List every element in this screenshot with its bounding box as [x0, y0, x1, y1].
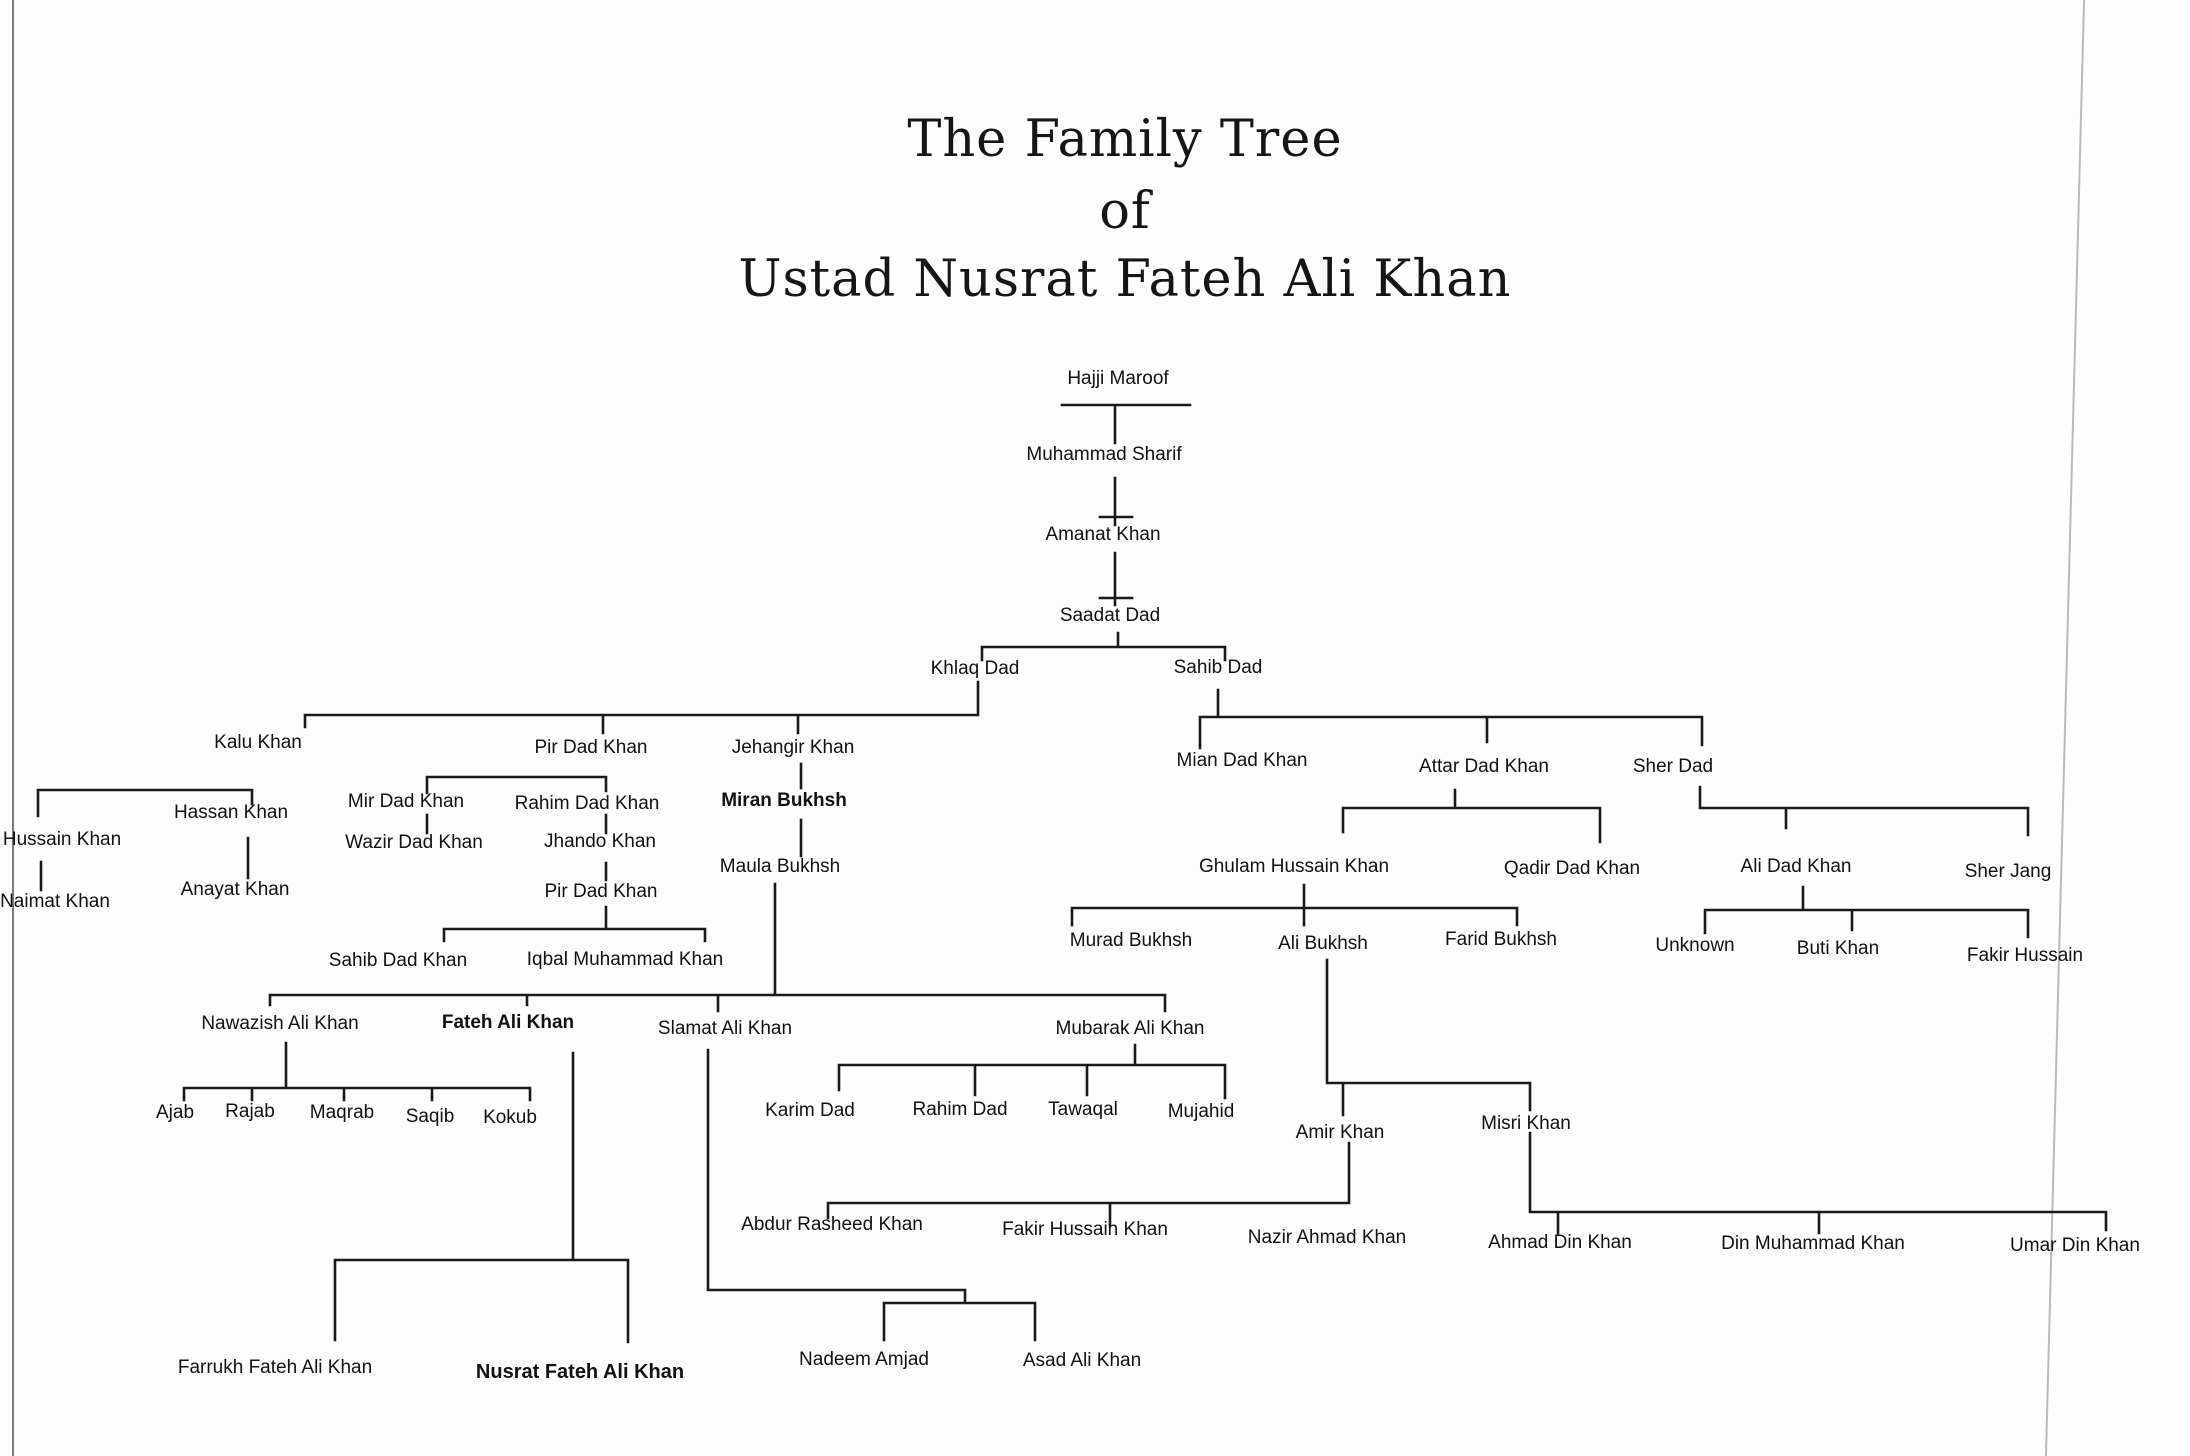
node-attar-dad-khan: Attar Dad Khan: [1419, 756, 1549, 777]
node-sher-jang: Sher Jang: [1964, 861, 2052, 882]
node-mir-dad-khan: Mir Dad Khan: [347, 791, 465, 812]
node-kokub: Kokub: [483, 1107, 537, 1128]
connector-amanat-to-saadat: [1098, 551, 1134, 607]
connector-ghulam-to-sons: [1070, 883, 1519, 927]
connector-maula-to-sons: [268, 882, 1167, 1013]
node-rahim-dad-khan: Rahim Dad Khan: [514, 793, 660, 814]
connector-slamat-to-sons: [706, 1048, 1037, 1342]
node-abdur-rasheed-khan: Abdur Rasheed Khan: [741, 1214, 923, 1235]
node-rajab: Rajab: [225, 1101, 275, 1122]
node-iqbal-muhammad-khan: Iqbal Muhammad Khan: [526, 949, 724, 970]
connector-amir-to-sons: [826, 1141, 1351, 1227]
node-karim-dad: Karim Dad: [765, 1100, 855, 1121]
node-hussain-khan: Hussain Khan: [2, 829, 122, 850]
node-din-muhammad-khan: Din Muhammad Khan: [1721, 1233, 1905, 1254]
node-fakir-hussain-khan: Fakir Hussain Khan: [1002, 1219, 1168, 1240]
connector-pirdad-to-sons: [425, 775, 608, 795]
connector-pirdad2-to-sons: [442, 905, 707, 943]
node-anayat-khan: Anayat Khan: [180, 879, 290, 900]
node-asad-ali-khan: Asad Ali Khan: [1022, 1350, 1142, 1371]
node-muhammad-sharif: Muhammad Sharif: [1026, 444, 1182, 465]
node-sahib-dad: Sahib Dad: [1173, 657, 1263, 678]
node-mujahid: Mujahid: [1167, 1101, 1235, 1122]
node-jehangir-khan: Jehangir Khan: [731, 737, 855, 758]
node-maqrab: Maqrab: [309, 1102, 375, 1123]
node-nawazish-ali-khan: Nawazish Ali Khan: [201, 1013, 359, 1034]
node-fateh-ali-khan: Fateh Ali Khan: [441, 1012, 575, 1033]
node-miran-bukhsh: Miran Bukhsh: [721, 790, 847, 811]
node-amanat-khan: Amanat Khan: [1045, 524, 1161, 545]
connector-khlaq-to-sons: [303, 680, 980, 735]
connector-sherdad-to-sons: [1698, 785, 2030, 837]
node-maula-bukhsh: Maula Bukhsh: [719, 856, 841, 877]
connector-nawazish-to-sons: [182, 1041, 532, 1102]
node-nusrat-fateh-ali-khan: Nusrat Fateh Ali Khan: [475, 1361, 685, 1383]
connector-kalu-to-sons: [36, 788, 254, 818]
node-amir-khan: Amir Khan: [1295, 1122, 1385, 1143]
node-fakir-hussain: Fakir Hussain: [1966, 945, 2084, 966]
connector-fateh-to-sons: [333, 1051, 630, 1344]
node-pir-dad-khan-2: Pir Dad Khan: [544, 881, 658, 902]
node-farid-bukhsh: Farid Bukhsh: [1445, 929, 1557, 950]
title-line-2: of: [1099, 182, 1151, 241]
node-kalu-khan: Kalu Khan: [214, 732, 302, 753]
connector-mubarak-to-sons: [837, 1043, 1227, 1100]
node-nadeem-amjad: Nadeem Amjad: [799, 1349, 929, 1370]
connector-saadat-to-sons: [980, 631, 1227, 662]
node-ghulam-hussain-khan: Ghulam Hussain Khan: [1198, 856, 1390, 877]
node-hajji-maroof: Hajji Maroof: [1067, 368, 1169, 389]
node-pir-dad-khan: Pir Dad Khan: [534, 737, 648, 758]
node-mubarak-ali-khan: Mubarak Ali Khan: [1055, 1018, 1205, 1039]
node-saadat-dad: Saadat Dad: [1059, 605, 1161, 626]
node-buti-khan: Buti Khan: [1796, 938, 1880, 959]
node-ali-dad-khan: Ali Dad Khan: [1740, 856, 1852, 877]
node-wazir-dad-khan: Wazir Dad Khan: [345, 832, 483, 853]
node-slamat-ali-khan: Slamat Ali Khan: [657, 1018, 793, 1039]
connector-alibukhsh-to-sons: [1325, 958, 1532, 1117]
node-tawaqal: Tawaqal: [1048, 1099, 1118, 1120]
node-unknown: Unknown: [1655, 935, 1735, 956]
scan-edge-left: [12, 0, 14, 1456]
title-line-1: The Family Tree: [907, 110, 1343, 169]
node-qadir-dad-khan: Qadir Dad Khan: [1503, 858, 1641, 879]
connector-sharif-to-amanat: [1098, 476, 1134, 527]
node-misri-khan: Misri Khan: [1481, 1113, 1571, 1134]
node-ajab: Ajab: [155, 1102, 195, 1123]
node-ahmad-din-khan: Ahmad Din Khan: [1488, 1232, 1632, 1253]
node-ali-bukhsh: Ali Bukhsh: [1278, 933, 1368, 954]
title-line-3: Ustad Nusrat Fateh Ali Khan: [738, 250, 1512, 309]
node-umar-din-khan: Umar Din Khan: [2010, 1235, 2140, 1256]
node-sher-dad: Sher Dad: [1632, 756, 1714, 777]
node-farrukh-fateh-ali-khan: Farrukh Fateh Ali Khan: [177, 1357, 373, 1378]
node-nazir-ahmad-khan: Nazir Ahmad Khan: [1247, 1227, 1407, 1248]
connector-alidad-to-sons: [1703, 885, 2030, 939]
node-rahim-dad: Rahim Dad: [912, 1099, 1008, 1120]
connector-misri-to-sons: [1528, 1131, 2108, 1235]
node-jhando-khan: Jhando Khan: [544, 831, 656, 852]
node-saqib: Saqib: [405, 1106, 455, 1127]
connector-attar-to-sons: [1341, 788, 1602, 844]
node-hassan-khan: Hassan Khan: [173, 802, 289, 823]
node-murad-bukhsh: Murad Bukhsh: [1069, 930, 1193, 951]
node-sahib-dad-khan: Sahib Dad Khan: [328, 950, 468, 971]
connector-hajji-to-sharif: [1060, 403, 1192, 445]
node-khlaq-dad: Khlaq Dad: [930, 658, 1020, 679]
connector-sahibdad-to-sons: [1198, 688, 1704, 750]
node-naimat-khan: Naimat Khan: [0, 891, 110, 912]
node-mian-dad-khan: Mian Dad Khan: [1176, 750, 1308, 771]
